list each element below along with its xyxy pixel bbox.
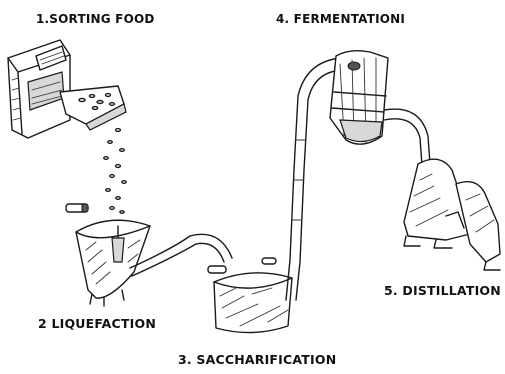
liquefaction-tank bbox=[76, 220, 150, 306]
fermentation-tank bbox=[330, 51, 388, 145]
enzyme-capsule bbox=[208, 258, 276, 273]
step-label-liquefaction: 2 LIQUEFACTION bbox=[38, 316, 156, 331]
step-label-distillation: 5. DISTILLATION bbox=[384, 283, 501, 298]
saccharification-vessel bbox=[214, 273, 292, 333]
step-label-saccharification: 3. SACCHARIFICATION bbox=[178, 352, 336, 367]
distillation-apparatus bbox=[404, 159, 500, 270]
pipe-fermentation-to-distillation bbox=[384, 109, 430, 166]
sorting-machine bbox=[8, 40, 126, 138]
grain-capsule bbox=[66, 204, 88, 212]
step-label-sorting-food: 1.SORTING FOOD bbox=[36, 12, 155, 26]
falling-grains bbox=[104, 129, 126, 214]
step-label-fermentation: 4. FERMENTATIONI bbox=[276, 12, 405, 26]
